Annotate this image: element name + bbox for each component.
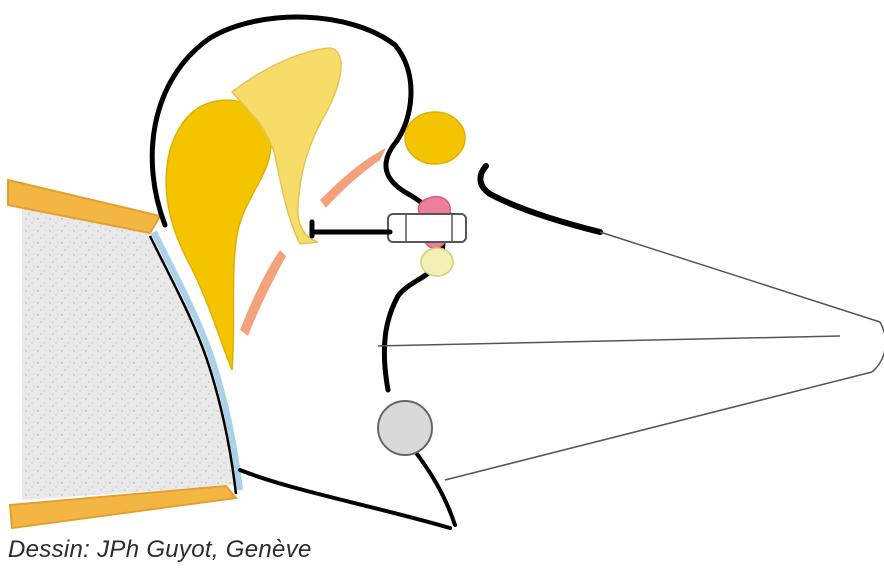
lower-contour-right xyxy=(410,445,455,525)
muscle-strip-upper xyxy=(320,148,386,208)
wire-upper xyxy=(600,232,880,322)
round-yellow-organ xyxy=(405,112,465,164)
wire-middle xyxy=(378,336,840,346)
external-lead-thick xyxy=(480,166,600,232)
nerve-base xyxy=(421,248,453,276)
drawing-credit: Dessin: JPh Guyot, Genève xyxy=(8,536,312,564)
lower-contour xyxy=(240,470,450,528)
electrode-cylinder xyxy=(388,214,466,242)
muscle-strip-lower xyxy=(240,250,286,336)
wire-lower xyxy=(445,372,872,480)
receiver-disc xyxy=(378,401,432,455)
wire-tip-curve xyxy=(872,322,884,372)
